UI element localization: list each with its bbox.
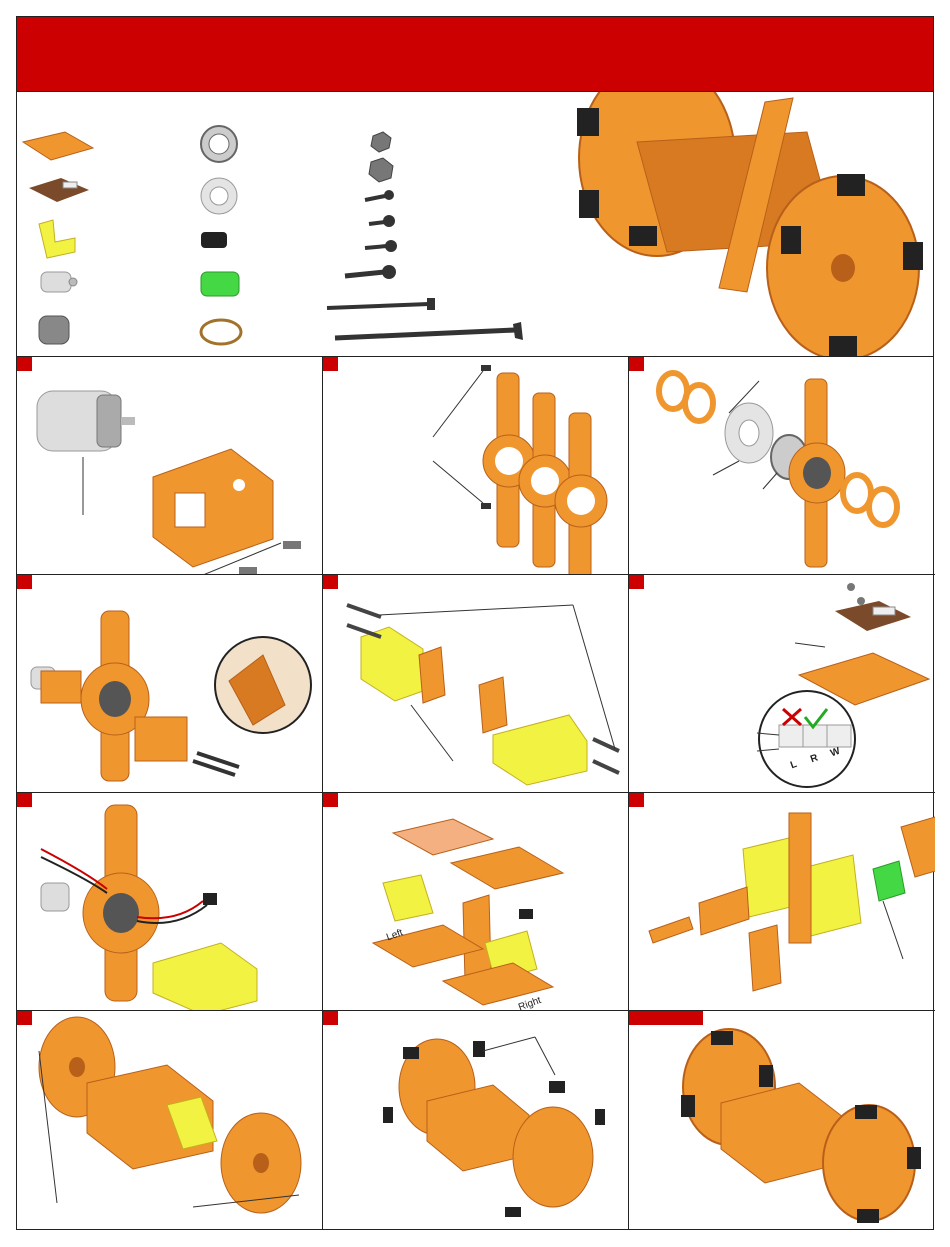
- assembled-robot-preview: [577, 92, 923, 356]
- step-1-panel: [17, 357, 323, 575]
- step-1-illustration: [17, 357, 323, 575]
- step-12-panel: [629, 1011, 935, 1229]
- step-9-panel: [629, 793, 935, 1011]
- grip-icon: [201, 232, 227, 248]
- parts-illustration: [17, 92, 933, 356]
- step-11-panel: [323, 1011, 629, 1229]
- washer-icon: [201, 178, 237, 214]
- sleeve-icon: [39, 316, 69, 344]
- step-7-illustration: [17, 793, 323, 1011]
- screw-icon: [327, 190, 523, 340]
- step-10-illustration: [17, 1011, 323, 1229]
- parts-list: [17, 91, 933, 357]
- step-6-panel: L R W: [629, 575, 935, 793]
- step-5-panel: [323, 575, 629, 793]
- step-9-illustration: [629, 793, 935, 1011]
- step-10-panel: [17, 1011, 323, 1229]
- clip-icon: [201, 272, 239, 296]
- step-6-illustration: [629, 575, 935, 793]
- step-2-panel: [323, 357, 629, 575]
- step-11-illustration: [323, 1011, 629, 1229]
- step-8-illustration: [323, 793, 629, 1011]
- step-3-illustration: [629, 357, 935, 575]
- step-2-illustration: [323, 357, 629, 575]
- nut-icon: [369, 132, 393, 182]
- step-7-panel: [17, 793, 323, 1011]
- board-icon: [29, 178, 89, 202]
- motor-icon: [41, 272, 77, 292]
- bearing-icon: [201, 126, 237, 162]
- instruction-sheet: L R W Left: [16, 16, 934, 1230]
- final-assembly-illustration: [629, 1011, 935, 1229]
- corner-bracket-icon: [39, 220, 75, 258]
- step-4-illustration: [17, 575, 323, 793]
- rubber-band-icon: [201, 320, 241, 344]
- title-banner: [17, 17, 933, 91]
- step-5-illustration: [323, 575, 629, 793]
- step-8-panel: Left Right: [323, 793, 629, 1011]
- step-3-panel: [629, 357, 935, 575]
- step-4-panel: [17, 575, 323, 793]
- plate-icon: [23, 132, 93, 160]
